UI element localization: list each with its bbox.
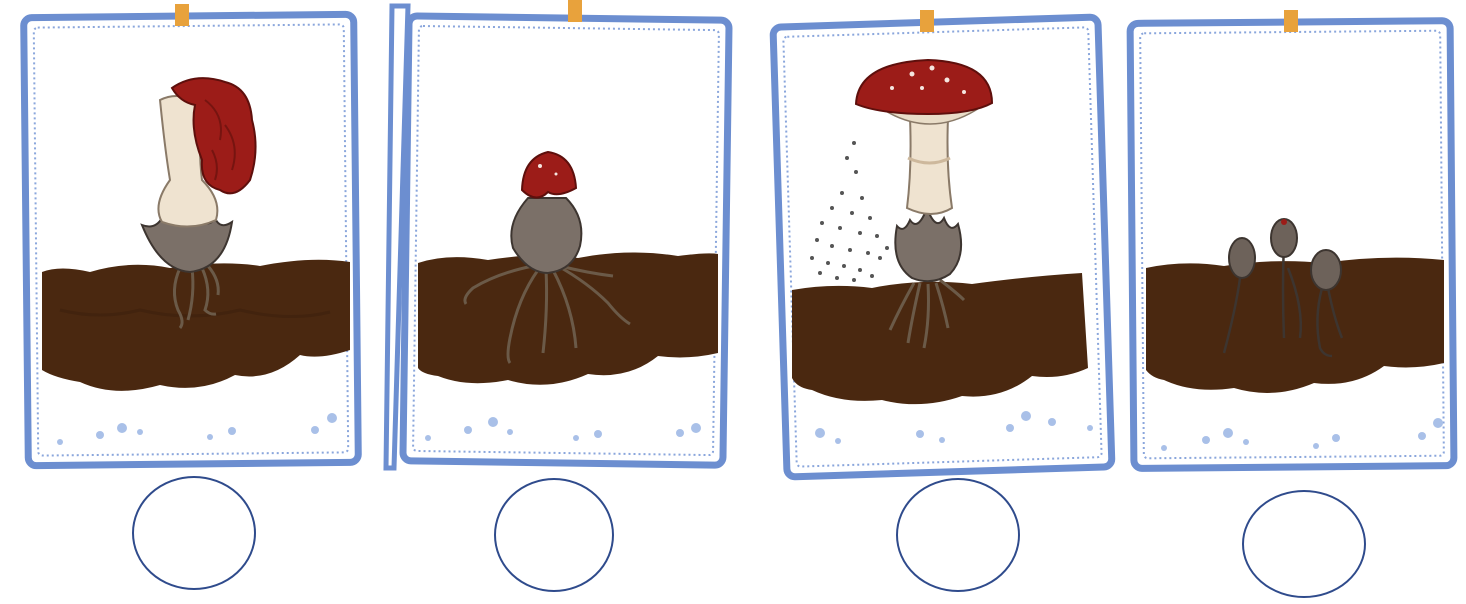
answer-circle-4[interactable] xyxy=(1240,488,1368,604)
card-1 xyxy=(20,10,365,470)
card-2-illustration xyxy=(388,8,733,473)
answer-circle-1[interactable] xyxy=(130,474,258,596)
bud-1 xyxy=(1229,238,1255,278)
card-4-illustration xyxy=(1124,8,1464,478)
card-2 xyxy=(388,8,733,473)
card-1-illustration xyxy=(20,10,365,470)
paper-clip xyxy=(1284,10,1298,32)
card-4 xyxy=(1124,8,1464,478)
paper-clip xyxy=(175,4,189,26)
card-3 xyxy=(772,8,1117,483)
bud-3 xyxy=(1311,250,1341,290)
paper-clip xyxy=(568,0,582,22)
stem xyxy=(907,118,952,214)
answer-circle-3[interactable] xyxy=(894,476,1022,598)
card-3-illustration xyxy=(772,8,1117,483)
paper-clip xyxy=(920,10,934,32)
answer-circle-2[interactable] xyxy=(492,476,616,598)
